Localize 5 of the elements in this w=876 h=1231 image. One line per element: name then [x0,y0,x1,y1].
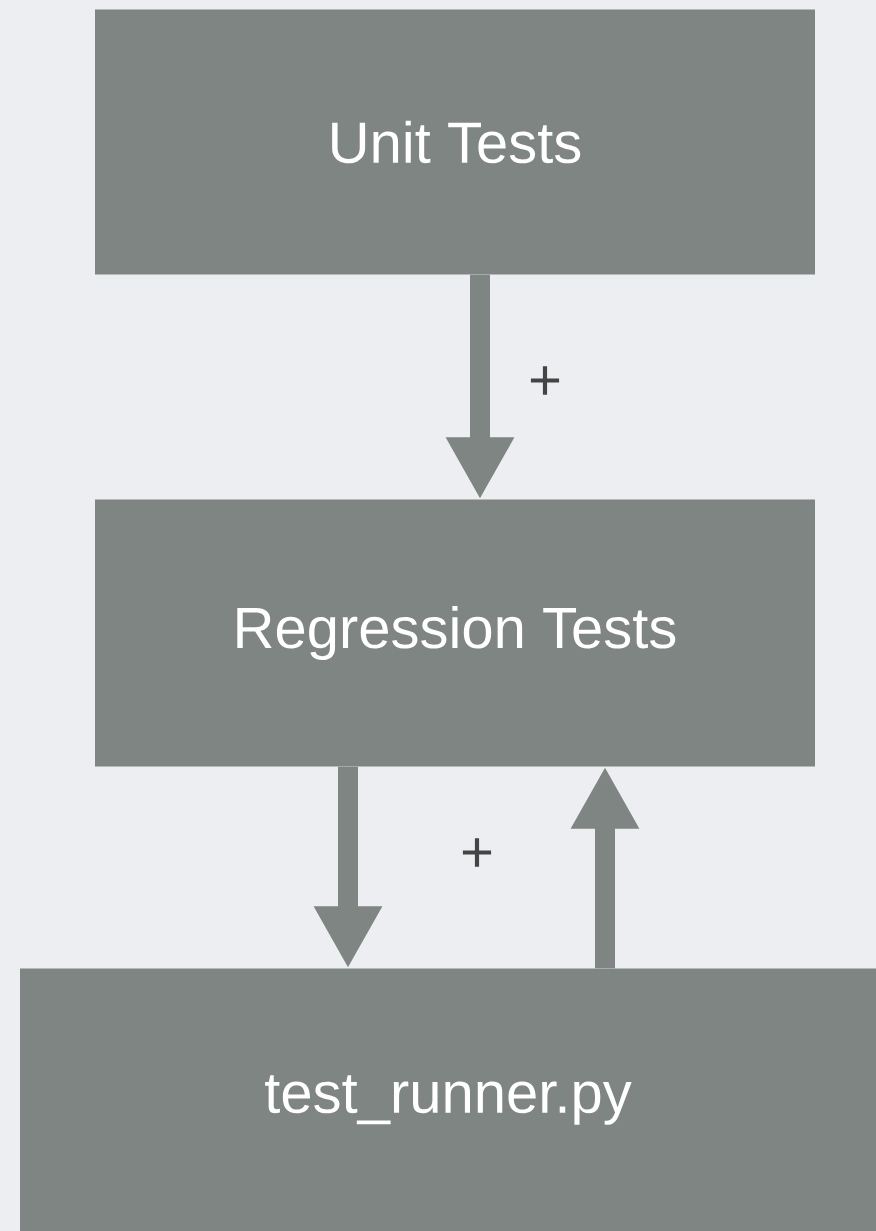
edge-label: + [526,364,564,402]
edge-label: + [458,836,496,874]
process-box: Unit Tests [95,9,815,275]
process-box: Regression Tests [95,499,815,767]
process-box: test_runner.py [20,968,876,1231]
